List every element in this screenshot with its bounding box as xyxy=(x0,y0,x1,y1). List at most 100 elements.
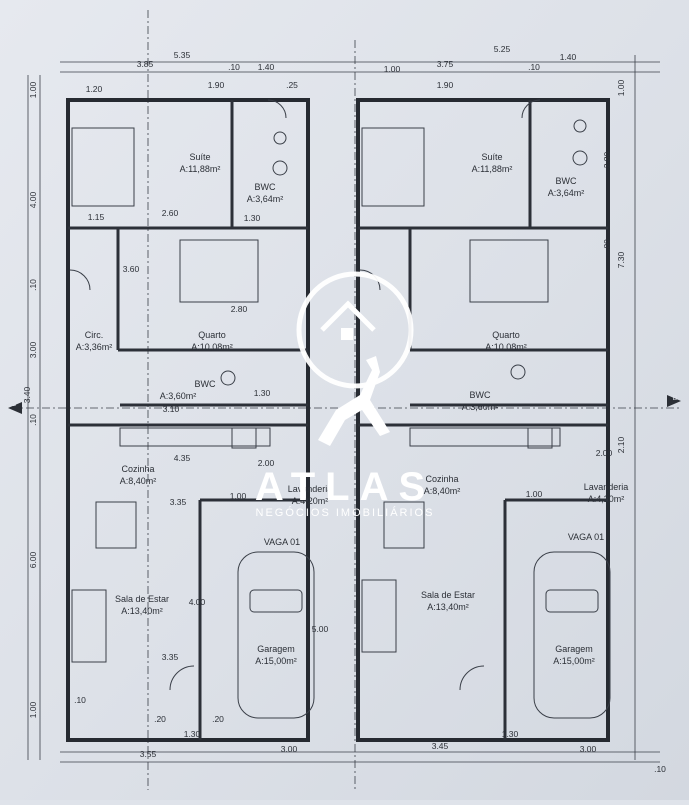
label-quarto-right: Quarto xyxy=(492,330,520,340)
dim-bottom-right-3: .10 xyxy=(654,764,666,774)
dim-interior-13: 3.35 xyxy=(162,652,179,662)
dim-top-right-5: 1.90 xyxy=(437,80,454,90)
dim-interior-10: 1.00 xyxy=(230,491,247,501)
bed-suite-right xyxy=(361,127,425,207)
dim-top-right-3: 1.40 xyxy=(560,52,577,62)
area-quarto-right: A:10,08m² xyxy=(485,342,527,352)
dim-right-side-2: 7.30 xyxy=(616,251,626,268)
dim-top-left-5: 1.20 xyxy=(86,84,103,94)
label-garagem-left: Garagem xyxy=(257,644,295,654)
section-marker-right: B xyxy=(667,395,681,407)
dim-interior-5: 3.10 xyxy=(163,404,180,414)
dim-left-side-3: 3.00 xyxy=(28,341,38,358)
dim-interior-12: 5.00 xyxy=(312,624,329,634)
label-circ-left: Circ. xyxy=(85,330,104,340)
label-suite-left: Suíte xyxy=(189,152,210,162)
dim-top-left-4: .25 xyxy=(286,80,298,90)
dim-interior-9: 3.35 xyxy=(170,497,187,507)
dim-interior-4: 2.80 xyxy=(231,304,248,314)
atlas-watermark: ATLAS NEGÓCIOS IMOBILIÁRIOS xyxy=(255,271,435,519)
dimension-numbers: 3.85 5.35 .10 1.40 .25 1.20 1.90 5.25 3.75 .10 1.4… xyxy=(22,44,666,774)
dim-top-left-1: 5.35 xyxy=(174,50,191,60)
svg-text:B: B xyxy=(673,395,678,402)
area-garagem-left: A:15,00m² xyxy=(255,656,297,666)
dim-interior-6: 1.30 xyxy=(254,388,271,398)
bed-quarto-right xyxy=(469,239,549,303)
brand-name: ATLAS xyxy=(255,465,435,509)
dim-interior-8: 2.00 xyxy=(258,458,275,468)
area-bwc-suite-right: A:3,64m² xyxy=(548,188,585,198)
dim-right-side-1: 2.80 xyxy=(602,151,612,168)
section-markers: B B xyxy=(8,395,681,414)
dim-left-side-2: .10 xyxy=(28,279,38,291)
dim-top-right-1: 3.75 xyxy=(437,59,454,69)
dim-left-side-5: .10 xyxy=(28,414,38,426)
label-quarto-left: Quarto xyxy=(198,330,226,340)
dim-left-side-4: 3.40 xyxy=(22,386,32,403)
label-vaga-left: VAGA 01 xyxy=(264,537,300,547)
dim-interior-1: 2.60 xyxy=(162,208,179,218)
dim-top-left-2: .10 xyxy=(228,62,240,72)
dim-left-side-6: 6.00 xyxy=(28,551,38,568)
dim-top-left-6: 1.90 xyxy=(208,80,225,90)
label-suite-right: Suíte xyxy=(481,152,502,162)
dim-top-right-2: .10 xyxy=(528,62,540,72)
dim-top-left-3: 1.40 xyxy=(258,62,275,72)
brand-tagline: NEGÓCIOS IMOBILIÁRIOS xyxy=(256,506,435,519)
dim-bottom-right-1: 1.30 xyxy=(502,729,519,739)
label-bwc-suite-left: BWC xyxy=(255,182,276,192)
logo-ring xyxy=(296,271,414,389)
dim-top-left-0: 3.85 xyxy=(137,59,154,69)
dim-right-side-3: .80 xyxy=(602,239,612,251)
dim-bottom-left-1: .20 xyxy=(154,714,166,724)
dim-left-side-0: 1.00 xyxy=(28,81,38,98)
dim-top-right-0: 5.25 xyxy=(494,44,511,54)
dim-right-side-0: 1.00 xyxy=(616,79,626,96)
dim-left-side-1: 4.00 xyxy=(28,191,38,208)
dim-left-side-7: 1.00 xyxy=(28,701,38,718)
label-lavanderia-right: Lavanderia xyxy=(584,482,629,492)
atlas-figure-icon xyxy=(318,356,390,446)
label-sala-right: Sala de Estar xyxy=(421,590,475,600)
dim-bottom-left-2: 1.30 xyxy=(184,729,201,739)
dim-interior-0: 1.15 xyxy=(88,212,105,222)
label-lavanderia-left: Lavanderia xyxy=(288,484,333,494)
area-circ-left: A:3,36m² xyxy=(76,342,113,352)
area-sala-right: A:13,40m² xyxy=(427,602,469,612)
car-right xyxy=(533,551,611,719)
label-vaga-right: VAGA 01 xyxy=(568,532,604,542)
house-roof-icon xyxy=(320,300,376,332)
dim-bottom-left-4: .20 xyxy=(212,714,224,724)
car-left xyxy=(237,551,315,719)
dim-bottom-left-5: .10 xyxy=(74,695,86,705)
dim-interior-14: 2.00 xyxy=(596,448,613,458)
section-marker-left: B xyxy=(8,401,22,414)
interior-walls xyxy=(68,100,608,740)
dim-right-side-4: 2.10 xyxy=(616,436,626,453)
dim-bottom-left-3: 3.00 xyxy=(281,744,298,754)
area-suite-right: A:11,88m² xyxy=(472,164,513,174)
dim-bottom-right-0: 3.45 xyxy=(432,741,449,751)
bed-quarto-left xyxy=(179,239,259,303)
label-cozinha-right: Cozinha xyxy=(425,474,458,484)
area-bwc-suite-left: A:3,64m² xyxy=(247,194,284,204)
exterior-walls xyxy=(66,98,610,742)
label-cozinha-left: Cozinha xyxy=(121,464,154,474)
area-quarto-left: A:10,08m² xyxy=(191,342,233,352)
label-bwc-suite-right: BWC xyxy=(556,176,577,186)
svg-text:B: B xyxy=(12,401,17,408)
area-garagem-right: A:15,00m² xyxy=(553,656,595,666)
dim-bottom-left-0: 3.55 xyxy=(140,749,157,759)
dim-interior-2: 1.30 xyxy=(244,213,261,223)
dimension-lines xyxy=(10,10,680,790)
dim-interior-7: 4.35 xyxy=(174,453,191,463)
dim-interior-15: 1.00 xyxy=(526,489,543,499)
area-sala-left: A:13,40m² xyxy=(121,606,163,616)
room-labels: Suíte A:11,88m² BWC A:3,64m² Quarto A:10… xyxy=(76,152,629,666)
area-cozinha-left: A:8,40m² xyxy=(120,476,157,486)
dim-interior-3: 3.60 xyxy=(123,264,140,274)
area-lavanderia-right: A:4,20m² xyxy=(588,494,625,504)
